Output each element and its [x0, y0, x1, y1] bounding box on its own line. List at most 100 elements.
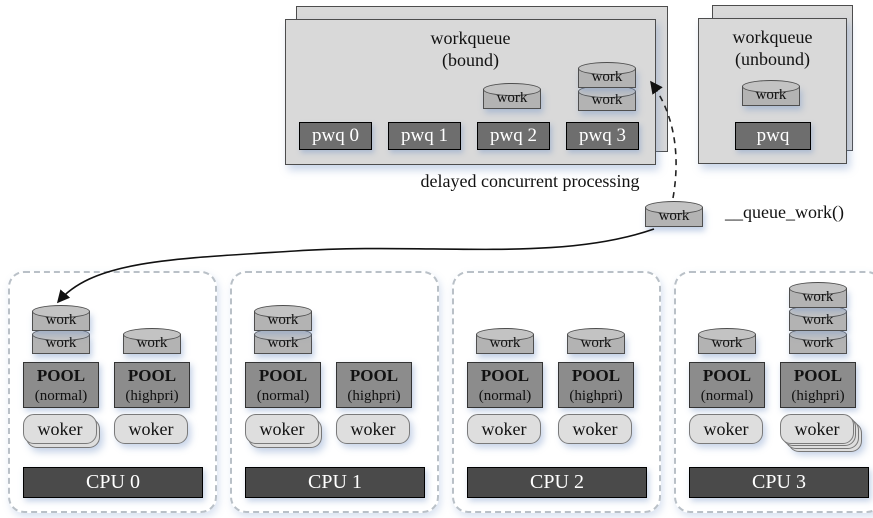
worker-box: woker — [23, 414, 97, 444]
pool-subtitle: (normal) — [478, 388, 532, 404]
pool-title: POOL — [127, 366, 177, 385]
work-item-cylinder: work — [789, 305, 847, 331]
work-item-cylinder: work — [645, 201, 703, 227]
worker-box: woker — [114, 414, 188, 444]
work-item-cylinder: work — [476, 328, 534, 354]
worker-box: woker — [558, 414, 632, 444]
work-item-cylinder: work — [789, 282, 847, 308]
cpu-label-bar: CPU 1 — [245, 467, 425, 498]
pool-title: POOL — [793, 366, 843, 385]
work-item-label: work — [658, 208, 690, 224]
pool-box: POOL (highpri) — [558, 362, 634, 408]
work-item-cylinder: work — [254, 305, 312, 331]
work-item-label: work — [802, 335, 834, 351]
unbound-workqueue-title: workqueue — [732, 27, 813, 47]
work-queue-area: work — [689, 284, 765, 354]
work-queue-area: work — [467, 284, 543, 354]
queue-work-function-label: __queue_work() — [725, 202, 844, 222]
work-item-cylinder: work — [32, 305, 90, 331]
cpu-label-bar: CPU 0 — [23, 467, 203, 498]
work-item-cylinder: work — [789, 328, 847, 354]
work-item-cylinder: work — [578, 62, 636, 88]
work-queue-area: work — [558, 284, 634, 354]
bound-pwq-3: pwq 3 — [566, 122, 639, 150]
work-item-label: work — [755, 87, 787, 103]
work-item-cylinder: work — [742, 80, 800, 106]
work-stack: work work — [254, 305, 312, 354]
bound-workqueue-title: workqueue — [430, 28, 511, 48]
pool-box: POOL (highpri) — [780, 362, 856, 408]
work-item-label: work — [489, 335, 521, 351]
work-stack: work — [567, 328, 625, 354]
work-item-label: work — [267, 312, 299, 328]
bound-work-item: work — [483, 83, 541, 109]
work-stack: work work work — [789, 282, 847, 354]
pool-subtitle: (highpri) — [791, 388, 845, 404]
work-stack: work work — [32, 305, 90, 354]
work-item-label: work — [802, 312, 834, 328]
pool-box: POOL (normal) — [23, 362, 99, 408]
work-queue-area: work — [114, 284, 190, 354]
work-item-cylinder: work — [578, 85, 636, 111]
work-item-cylinder: work — [698, 328, 756, 354]
bound-pwq-0: pwq 0 — [299, 122, 372, 150]
work-item-cylinder: work — [567, 328, 625, 354]
pool-box: POOL (normal) — [467, 362, 543, 408]
pool-box: POOL (highpri) — [336, 362, 412, 408]
pool-subtitle: (highpri) — [569, 388, 623, 404]
worker-box: woker — [467, 414, 541, 444]
unbound-work-item: work — [742, 80, 800, 106]
pool-box: POOL(normal) — [245, 362, 321, 408]
work-item-label: work — [267, 335, 299, 351]
pool-subtitle: (highpri) — [125, 388, 179, 404]
pool-title: POOL — [702, 366, 752, 385]
pool-subtitle: (normal) — [700, 388, 754, 404]
work-item-cylinder: work — [32, 328, 90, 354]
work-item-label: work — [45, 312, 77, 328]
work-item-cylinder: work — [483, 83, 541, 109]
work-item-label: work — [711, 335, 743, 351]
unbound-pwq: pwq — [735, 122, 811, 150]
work-item-label: work — [580, 335, 612, 351]
work-queue-area: work work — [23, 284, 99, 354]
bound-pwq-2: pwq 2 — [477, 122, 550, 150]
work-queue-area: work work work — [780, 282, 856, 354]
work-item-label: work — [45, 335, 77, 351]
pool-title: POOL — [258, 366, 308, 385]
pool-title: POOL — [480, 366, 530, 385]
bound-caption: delayed concurrent processing — [420, 171, 640, 191]
bound-workqueue-subtitle: (bound) — [442, 50, 499, 70]
pool-title: POOL — [349, 366, 399, 385]
worker-box: woker — [245, 414, 319, 444]
pool-box: POOL (normal) — [689, 362, 765, 408]
work-stack: work — [123, 328, 181, 354]
bound-pwq-row: pwq 0 pwq 1 pwq 2 pwq 3 — [299, 122, 639, 150]
work-stack: work — [476, 328, 534, 354]
unbound-workqueue-subtitle: (unbound) — [735, 49, 810, 69]
work-item-label: work — [136, 335, 168, 351]
bound-work-stack: work work — [578, 62, 636, 111]
work-item-cylinder: work — [254, 328, 312, 354]
work-item-label: work — [591, 69, 623, 85]
work-item-label: work — [591, 92, 623, 108]
work-stack: work — [698, 328, 756, 354]
pool-subtitle: (normal) — [34, 388, 88, 404]
worker-box: woker — [780, 414, 854, 444]
bound-pwq-1: pwq 1 — [388, 122, 461, 150]
worker-box: woker — [336, 414, 410, 444]
cpu-label-bar: CPU 2 — [467, 467, 647, 498]
pool-title: POOL — [571, 366, 621, 385]
pool-subtitle: (highpri) — [347, 388, 401, 404]
work-queue-area: work work — [245, 284, 321, 354]
work-item-label: work — [496, 90, 528, 106]
work-item-cylinder: work — [123, 328, 181, 354]
work-item-label: work — [802, 289, 834, 305]
pool-title: POOL — [36, 366, 86, 385]
worker-box: woker — [689, 414, 763, 444]
pool-box: POOL (highpri) — [114, 362, 190, 408]
